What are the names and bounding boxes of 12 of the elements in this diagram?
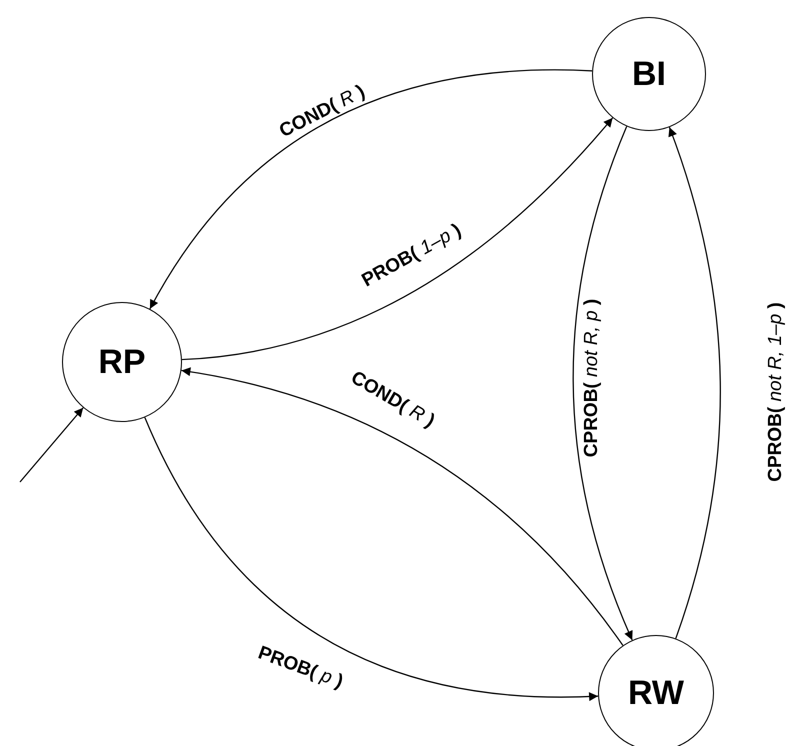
arrow	[20, 407, 84, 482]
arrow	[572, 126, 633, 640]
arrow	[181, 368, 624, 646]
edge-label: CPROB( not R, p )	[581, 298, 604, 458]
state-name: RW	[628, 674, 684, 712]
state-name: RP	[98, 342, 146, 382]
arrow	[668, 127, 721, 639]
arrow	[182, 117, 614, 360]
arrow	[144, 417, 598, 701]
state-name: BI	[632, 54, 666, 94]
arrow	[149, 69, 592, 310]
edge-label: CPROB( not R, 1–p )	[764, 302, 787, 482]
